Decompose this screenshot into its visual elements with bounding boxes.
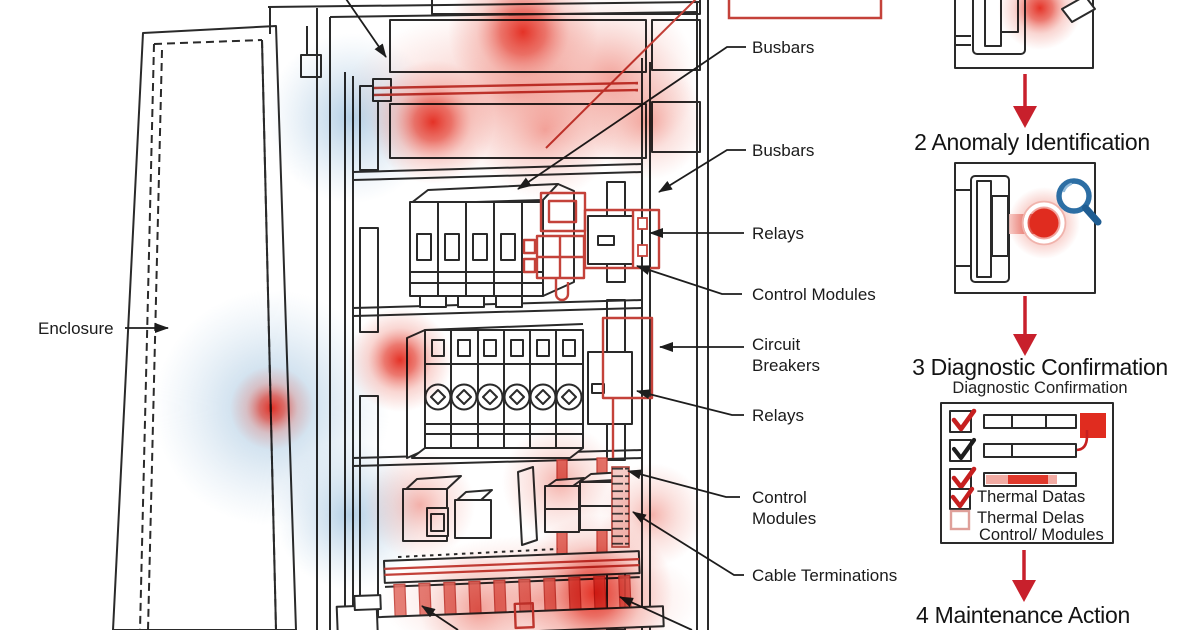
- step3-title: 3 Diagnostic Confirmation: [912, 354, 1168, 380]
- step4-title: 4 Maintenance Action: [916, 602, 1130, 628]
- down-arrow-icon: [1013, 74, 1037, 128]
- label-cable-terminations: Cable Terminations: [752, 566, 898, 585]
- label-enclosure: Enclosure: [38, 319, 114, 338]
- red-flag-marker: [1080, 413, 1106, 438]
- checklist-item-control-modules: Control/ Modules: [979, 526, 1104, 544]
- label-busbars-top: Busbars: [752, 38, 815, 57]
- checkbox-checked-icon: [949, 488, 971, 510]
- label-circuit-breakers: Circuit Breakers: [752, 335, 821, 375]
- down-arrow-icon: [1012, 550, 1036, 602]
- thermal-camera-icon: [1061, 0, 1096, 23]
- label-relays-bottom: Relays: [752, 406, 804, 425]
- checklist-item-thermal-delas: Thermal Delas: [977, 509, 1085, 527]
- down-arrow-icon: [1013, 296, 1037, 356]
- checkbox-empty-icon: [949, 509, 971, 531]
- label-relays-top: Relays: [752, 224, 804, 243]
- diagnostic-checklist-box: [940, 402, 1114, 544]
- magnifier-icon: [1056, 178, 1102, 226]
- checkbox-checked-icon: [949, 410, 972, 433]
- circuit-breakers: [406, 316, 654, 459]
- relay-right: [583, 208, 661, 270]
- relay-modules: [409, 183, 575, 308]
- checklist-item-thermal-datas: Thermal Datas: [977, 488, 1086, 506]
- checkbox-checked-icon: [949, 439, 972, 462]
- label-control-modules-bottom: Control Modules: [752, 488, 817, 528]
- label-control-modules-top: Control Modules: [752, 285, 876, 304]
- step2-title: 2 Anomaly Identification: [914, 129, 1150, 155]
- label-busbars-mid: Busbars: [752, 141, 815, 160]
- highlight-box-relay: [583, 208, 661, 270]
- step3-subtitle: Diagnostic Confirmation: [952, 379, 1128, 397]
- thermal-overlay: [154, 0, 1082, 630]
- anomaly-target: [1021, 200, 1067, 246]
- highlight-box-breaker: [601, 316, 654, 400]
- highlight-label-box: [727, 0, 883, 20]
